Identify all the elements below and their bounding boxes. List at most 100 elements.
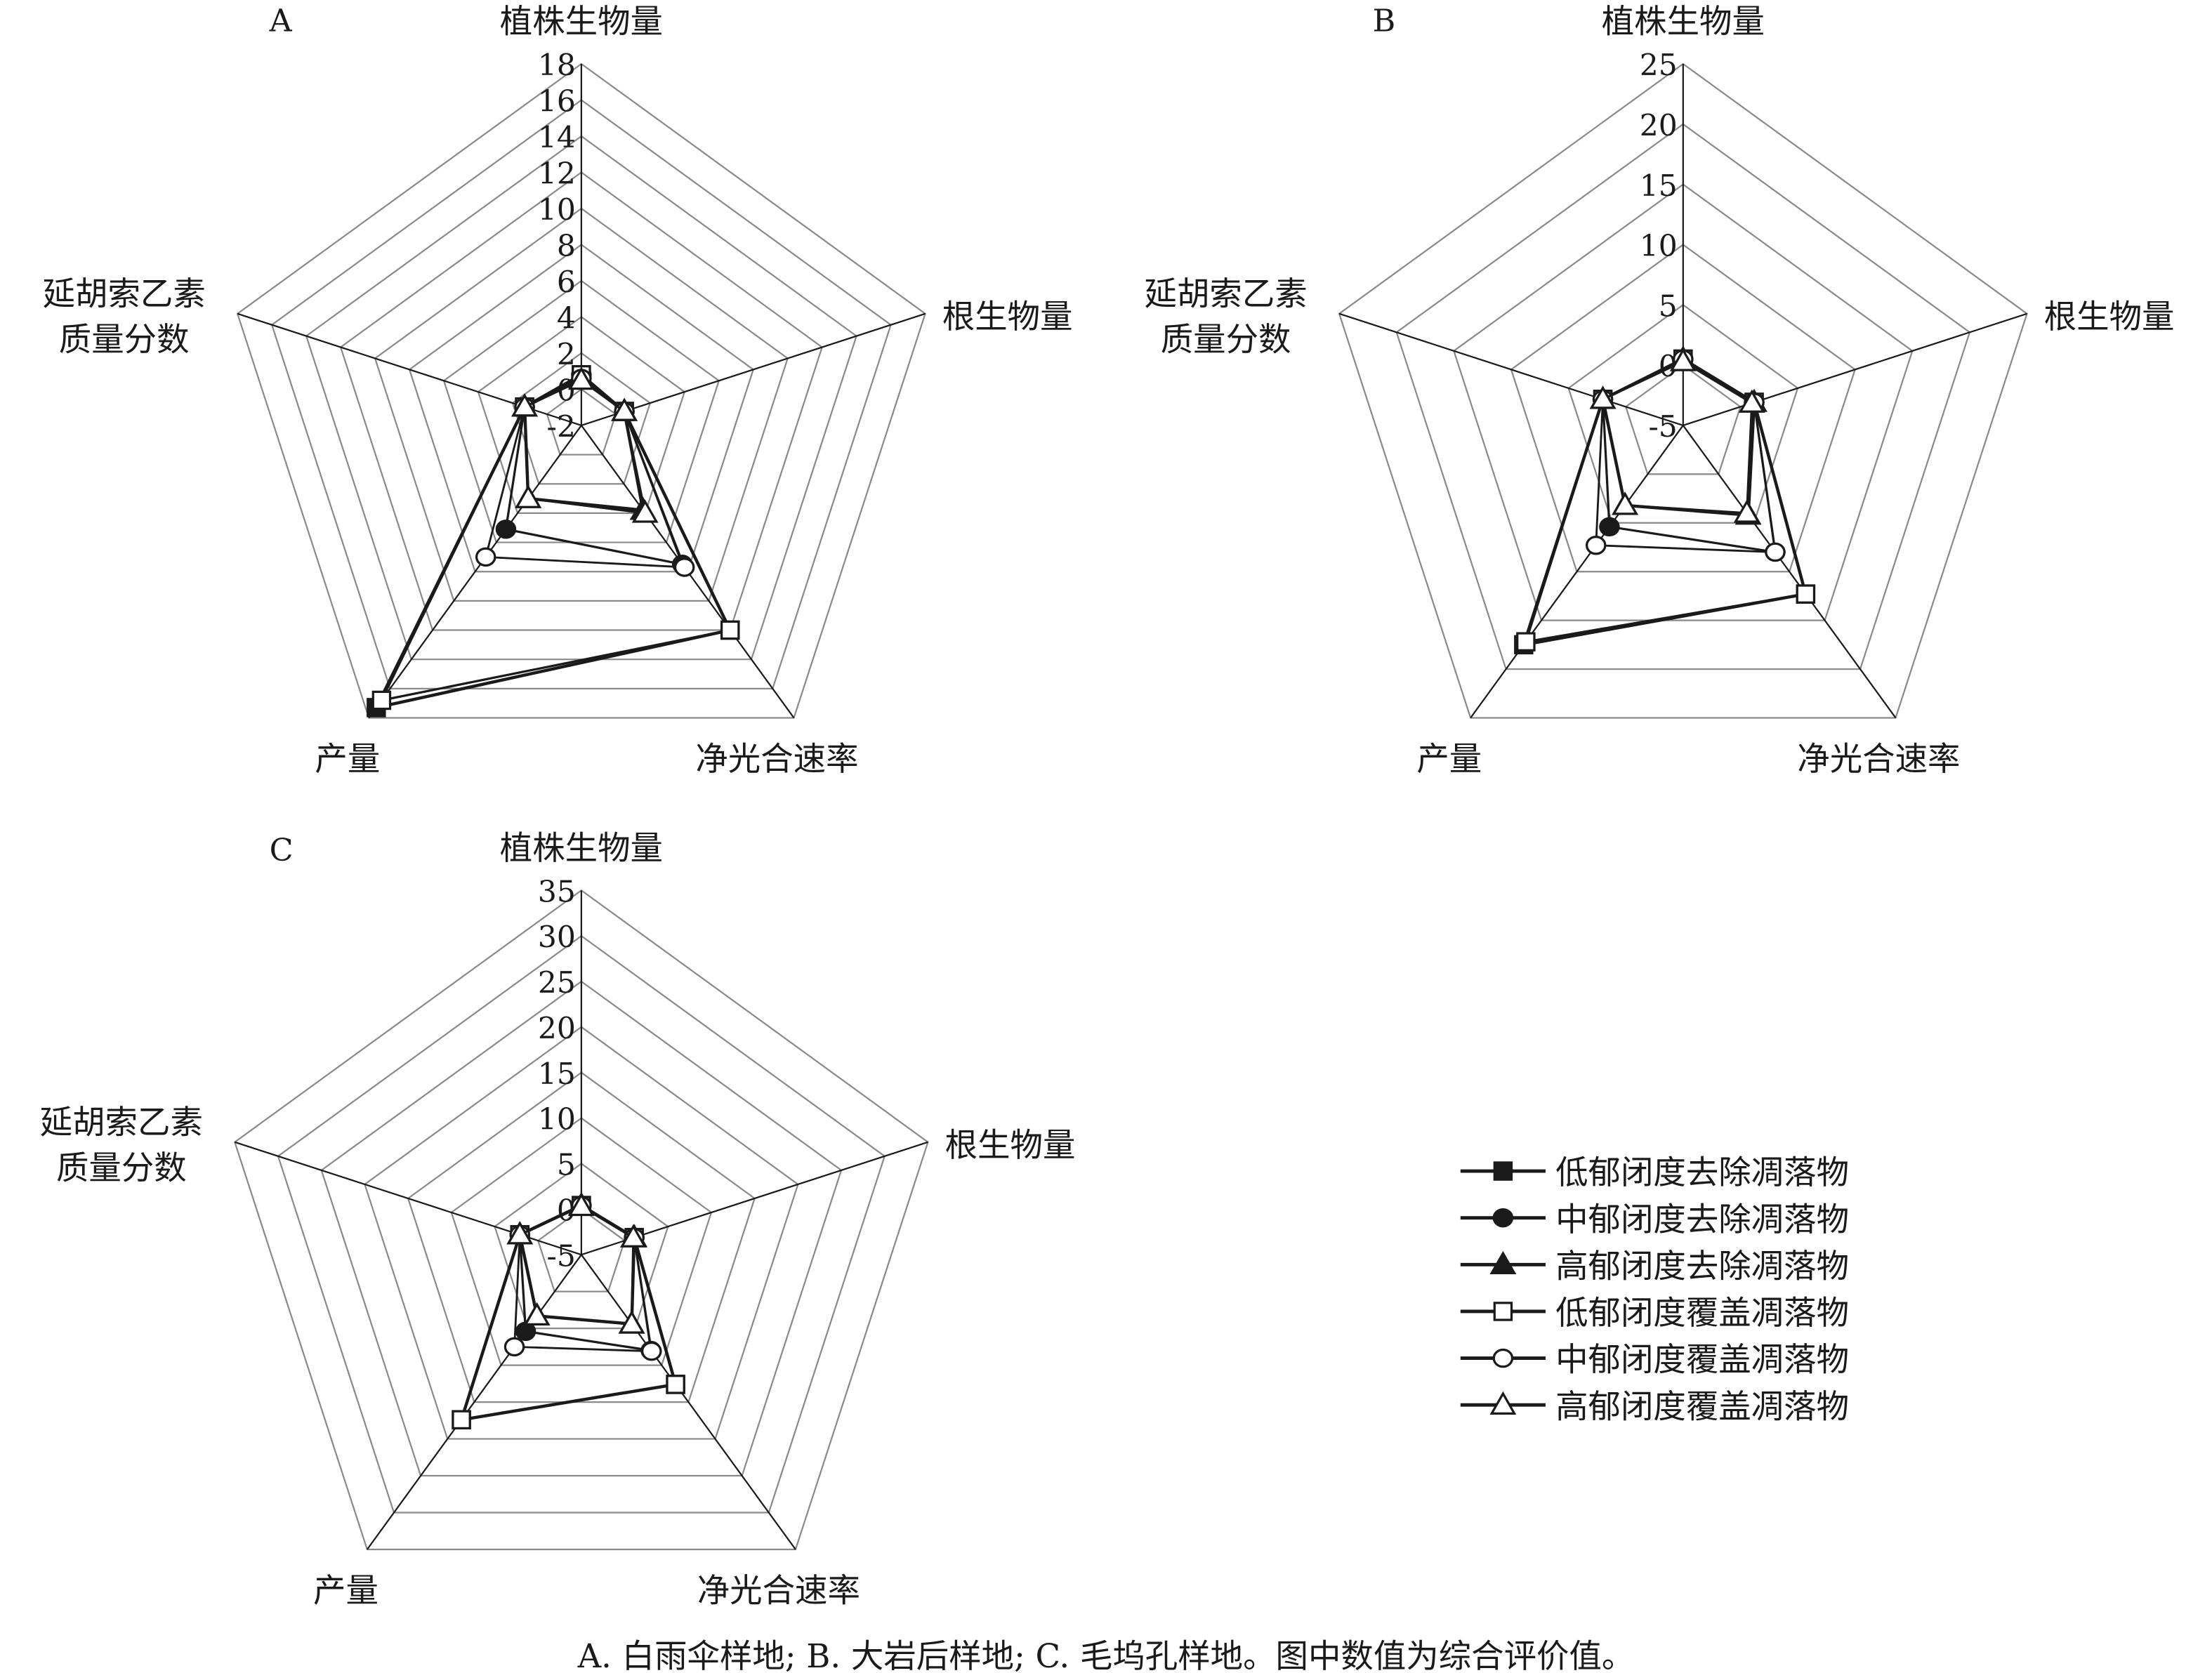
data-point	[1765, 542, 1786, 562]
data-point	[1733, 499, 1760, 523]
figure-caption: A. 白雨伞样地; B. 大岩后样地; C. 毛坞孔样地。图中数值为综合评价值。	[577, 1637, 1635, 1673]
panel-label: A	[269, 4, 293, 39]
grid-ring	[1624, 364, 1742, 475]
legend-label: 低郁闭度去除凋落物	[1555, 1153, 1849, 1191]
panel-label: C	[270, 833, 294, 868]
data-point	[618, 1310, 645, 1334]
series-filled-square	[1514, 349, 1816, 655]
data-point	[1612, 491, 1639, 515]
legend-label: 中郁闭度覆盖凋落物	[1555, 1341, 1849, 1379]
grid-ring	[270, 99, 892, 689]
axis-line	[580, 1254, 796, 1550]
axis-label-alkaloid-content: 延胡索乙素质量分数	[43, 275, 206, 359]
data-point	[611, 397, 638, 421]
series-open-triangle	[511, 366, 659, 523]
data-point	[1738, 389, 1765, 413]
tick-label: -5	[547, 1238, 576, 1273]
legend-label: 低郁闭度覆盖凋落物	[1555, 1294, 1849, 1332]
legend-marker-open-square	[1493, 1302, 1513, 1321]
data-point	[673, 557, 695, 577]
legend-item: 高郁闭度去除凋落物	[1460, 1247, 1849, 1285]
tick-label: 10	[538, 1102, 576, 1137]
grid-ring	[536, 1208, 626, 1292]
axis-line	[1682, 425, 1897, 719]
tick-label: 25	[1640, 48, 1678, 82]
tick-label: 5	[1659, 289, 1678, 323]
grid-ring	[450, 1117, 713, 1366]
legend-marker-filled-triangle	[1489, 1250, 1517, 1275]
legend-label: 中郁闭度去除凋落物	[1555, 1201, 1849, 1238]
grid-ring	[236, 62, 926, 719]
legend-label: 高郁闭度去除凋落物	[1555, 1247, 1849, 1285]
data-point	[666, 1375, 685, 1394]
tick-label: 12	[538, 157, 576, 191]
data-point	[523, 1302, 551, 1326]
grid-ring	[1453, 183, 1914, 621]
grid-ring	[408, 244, 755, 573]
data-point	[511, 393, 539, 417]
tick-label: 18	[538, 48, 576, 82]
axis-label-yield: 产量	[313, 1572, 378, 1610]
legend-item: 低郁闭度覆盖凋落物	[1460, 1294, 1849, 1332]
grid-ring	[442, 279, 720, 543]
data-point	[567, 366, 595, 390]
legend-marker-filled-square	[1493, 1161, 1513, 1181]
data-point	[1516, 632, 1536, 652]
data-point	[1585, 535, 1607, 555]
tick-label: 35	[538, 874, 576, 908]
data-point	[1599, 517, 1620, 537]
data-point	[641, 1341, 662, 1361]
series-filled-circle	[509, 1196, 661, 1361]
data-point	[1796, 584, 1816, 604]
tick-label: 16	[538, 84, 576, 119]
data-point	[495, 520, 517, 539]
series-open-triangle	[506, 1193, 647, 1334]
grid-ring	[494, 1163, 669, 1330]
legend-marker-open-triangle	[1489, 1391, 1517, 1415]
tick-label: 6	[557, 265, 576, 299]
tick-label: 20	[1640, 108, 1678, 143]
legend-item: 高郁闭度覆盖凋落物	[1460, 1387, 1849, 1425]
grid-ring	[339, 171, 823, 631]
axis-label-root-biomass: 根生物量	[2044, 298, 2175, 336]
series-line	[523, 378, 647, 515]
legend-marker-filled-circle	[1492, 1208, 1514, 1228]
series-open-square	[452, 1196, 685, 1430]
series-open-triangle	[1589, 348, 1765, 523]
grid-ring	[364, 1026, 799, 1440]
series-filled-triangle	[1589, 345, 1767, 525]
axis-label-root-biomass: 根生物量	[945, 1126, 1076, 1164]
grid-ring	[407, 1071, 756, 1403]
axis-label-photosynthesis: 净光合速率	[1797, 740, 1960, 778]
tick-label: 30	[538, 920, 576, 954]
tick-label: 10	[538, 192, 576, 227]
data-point	[503, 1337, 525, 1357]
tick-label: 4	[557, 301, 576, 336]
data-point	[1669, 348, 1697, 371]
legend-item: 中郁闭度覆盖凋落物	[1460, 1341, 1849, 1379]
grid-ring	[374, 207, 789, 602]
axis-line	[368, 425, 582, 719]
tick-label: 5	[557, 1148, 576, 1182]
tick-label: -5	[1648, 409, 1677, 444]
legend-label: 高郁闭度覆盖凋落物	[1555, 1387, 1849, 1425]
series-line	[1601, 360, 1753, 515]
data-point	[475, 547, 496, 567]
series-line	[518, 1205, 635, 1325]
tick-label: 15	[1640, 168, 1678, 203]
axis-line	[581, 312, 926, 426]
data-point	[619, 1224, 647, 1248]
axis-label-plant-biomass: 植株生物量	[500, 829, 663, 867]
axis-label-plant-biomass: 植株生物量	[1602, 3, 1765, 41]
axis-line	[1683, 312, 2027, 426]
axis-label-alkaloid-content: 延胡索乙素质量分数	[1145, 275, 1308, 359]
grid-ring	[320, 980, 843, 1477]
tick-label: -2	[547, 409, 576, 444]
legend-marker-open-circle	[1492, 1348, 1514, 1368]
axis-label-alkaloid-content: 延胡索乙素质量分数	[40, 1104, 203, 1187]
tick-label: 15	[538, 1057, 576, 1091]
data-point	[506, 1221, 534, 1245]
